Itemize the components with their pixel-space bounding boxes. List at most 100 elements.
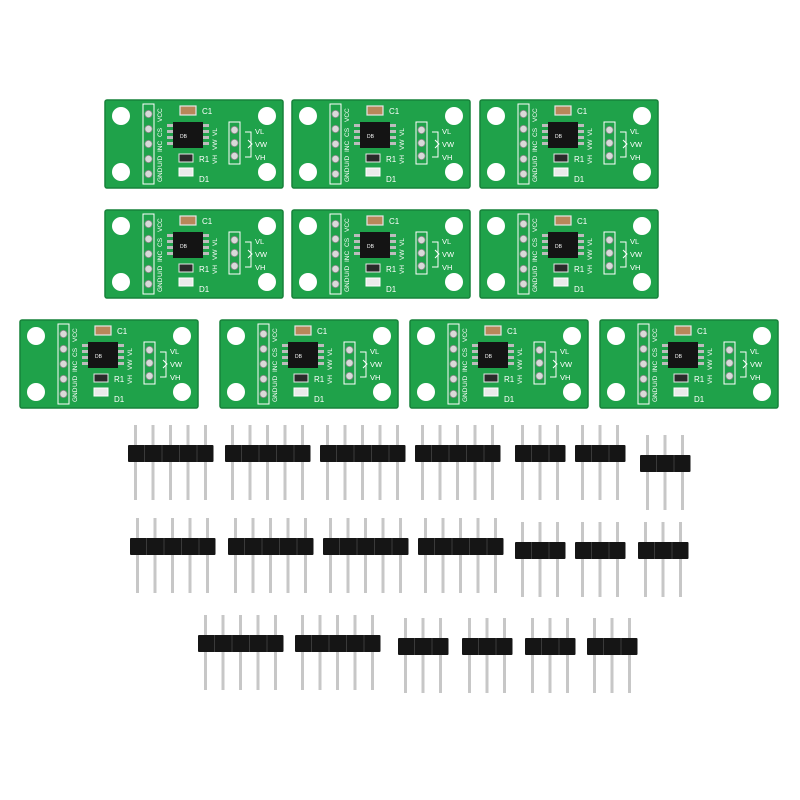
ic-leg bbox=[578, 246, 584, 249]
label-vh: VH bbox=[630, 263, 640, 272]
ic-leg bbox=[118, 362, 124, 365]
mounting-hole bbox=[607, 327, 625, 345]
pin-pad bbox=[331, 109, 340, 118]
pin-header-3 bbox=[575, 425, 626, 500]
output-pin-pad bbox=[535, 372, 544, 381]
output-pin-pad bbox=[725, 359, 734, 368]
output-pin-outline bbox=[228, 121, 241, 165]
header-plastic bbox=[228, 538, 314, 555]
label-r1: R1 bbox=[574, 155, 585, 164]
ic-leg bbox=[390, 246, 396, 249]
ic-leg bbox=[118, 350, 124, 353]
ic-leg bbox=[118, 344, 124, 347]
header-pin bbox=[441, 518, 445, 593]
resistor-r1 bbox=[365, 263, 381, 273]
label-c1: C1 bbox=[317, 327, 328, 336]
pin-pad bbox=[144, 219, 153, 228]
header-pin bbox=[329, 518, 332, 593]
header-plastic bbox=[323, 538, 409, 555]
ic-leg bbox=[167, 130, 173, 133]
ic-leg bbox=[390, 252, 396, 255]
pin-pad bbox=[519, 155, 528, 164]
ic-leg bbox=[578, 136, 584, 139]
resistor-r1 bbox=[365, 153, 381, 163]
ic-leg bbox=[318, 356, 324, 359]
pin-pad bbox=[519, 219, 528, 228]
pin-label: INC bbox=[344, 251, 351, 263]
label-vw-rotated: VW bbox=[707, 359, 714, 370]
pin-pad bbox=[449, 390, 458, 399]
label-r1: R1 bbox=[114, 375, 125, 384]
mounting-hole bbox=[173, 383, 191, 401]
label-vh-rotated: VH bbox=[399, 265, 406, 274]
pin-pad bbox=[519, 109, 528, 118]
label-vl-rotated: VL bbox=[399, 238, 406, 246]
ic-leg bbox=[203, 246, 209, 249]
ic-leg bbox=[203, 240, 209, 243]
ic-leg bbox=[542, 246, 548, 249]
label-r1: R1 bbox=[386, 265, 397, 274]
mounting-hole bbox=[487, 217, 505, 235]
chip-marking: DB bbox=[367, 134, 375, 140]
pin-label: U/D bbox=[462, 376, 469, 388]
ic-leg bbox=[354, 234, 360, 237]
header-pin bbox=[404, 618, 407, 693]
pin-label: U/D bbox=[157, 266, 164, 278]
mounting-hole bbox=[112, 107, 130, 125]
label-vl-rotated: VL bbox=[707, 348, 714, 356]
pin-header-5 bbox=[228, 518, 314, 593]
header-plastic bbox=[638, 542, 689, 559]
ic-chip bbox=[668, 342, 698, 368]
ic-leg bbox=[354, 246, 360, 249]
output-pin-pad bbox=[417, 125, 426, 134]
output-pin-pad bbox=[345, 372, 354, 381]
led-d1 bbox=[178, 277, 194, 287]
ic-leg bbox=[390, 142, 396, 145]
mounting-hole bbox=[27, 327, 45, 345]
pin-header-5 bbox=[320, 425, 406, 500]
label-vw-rotated: VW bbox=[517, 359, 524, 370]
pin-label: INC bbox=[462, 361, 469, 373]
label-vw: VW bbox=[630, 250, 643, 259]
pin-label: INC bbox=[652, 361, 659, 373]
capacitor-c1 bbox=[179, 215, 197, 226]
output-pin-outline bbox=[143, 341, 156, 385]
pin-label: INC bbox=[532, 251, 539, 263]
output-pin-outline bbox=[603, 121, 616, 165]
label-d1: D1 bbox=[314, 395, 325, 404]
pin-pad bbox=[144, 250, 153, 259]
pin-header-5 bbox=[418, 518, 504, 593]
ic-leg bbox=[203, 234, 209, 237]
output-pin-pad bbox=[417, 262, 426, 271]
header-pin bbox=[304, 518, 307, 593]
output-pin-pad bbox=[345, 345, 354, 354]
label-vh: VH bbox=[370, 373, 380, 382]
header-pin bbox=[598, 522, 602, 597]
mounting-hole bbox=[373, 327, 391, 345]
header-pin bbox=[364, 518, 367, 593]
pin-label: VCC bbox=[272, 328, 279, 342]
label-c1: C1 bbox=[697, 327, 708, 336]
label-vl-rotated: VL bbox=[587, 238, 594, 246]
pin-label: GND bbox=[72, 387, 79, 402]
resistor-r1 bbox=[93, 373, 109, 383]
pin-label: GND bbox=[532, 277, 539, 292]
label-vw-rotated: VW bbox=[327, 359, 334, 370]
header-pin bbox=[598, 425, 602, 500]
label-vl: VL bbox=[255, 237, 264, 246]
header-pin bbox=[251, 518, 255, 593]
label-d1: D1 bbox=[694, 395, 705, 404]
label-vh-rotated: VH bbox=[707, 375, 714, 384]
output-pin-pad bbox=[230, 139, 239, 148]
header-pin bbox=[456, 425, 459, 500]
label-vh-rotated: VH bbox=[587, 265, 594, 274]
mounting-hole bbox=[753, 327, 771, 345]
header-pin bbox=[521, 425, 524, 500]
pin-label: CS bbox=[344, 237, 351, 247]
label-vw: VW bbox=[560, 360, 573, 369]
pin-pad bbox=[331, 280, 340, 289]
ic-leg bbox=[82, 356, 88, 359]
header-pin bbox=[318, 615, 322, 690]
